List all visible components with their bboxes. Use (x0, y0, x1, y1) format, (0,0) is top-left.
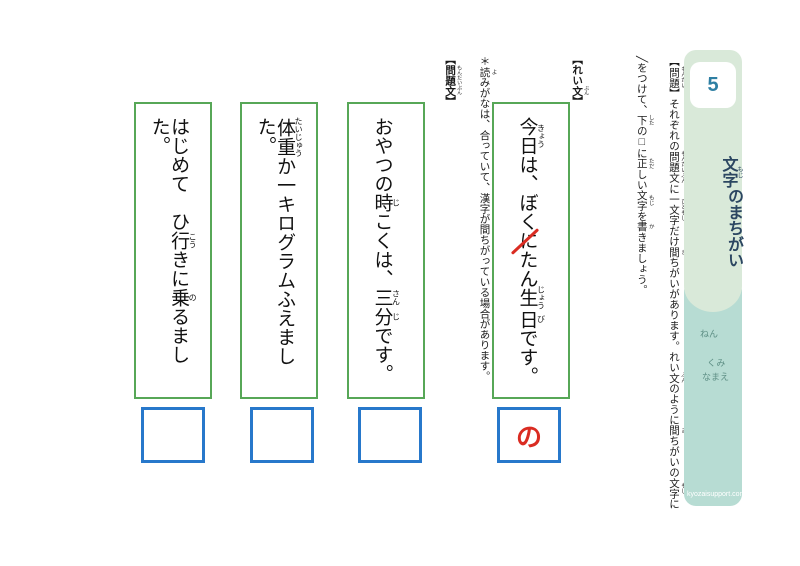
example-sentence-box: 今日きょうは、ぼくにたん生じょう日びです。 (492, 102, 570, 399)
year-field-label: ねん (700, 329, 719, 339)
name-field-label: なまえ (702, 372, 730, 382)
lesson-number-badge: 5 (690, 62, 736, 108)
problem-1-sentence-box: おやつの時じこくは、三さん分じです。 (347, 102, 425, 399)
error-check-mark: に (516, 231, 538, 250)
sidebar-name-panel (684, 285, 742, 506)
instruction-line-1: 【問題もんだい】それぞれの問題文もんだいぶんに一文字ひともじだけ間まちがいがあり… (668, 56, 686, 509)
example-sentence: 今日きょうは、ぼくにたん生じょう日びです。 (516, 117, 546, 386)
problem-3-sentence-box: はじめて ひ行こうきに乗のるました。 (134, 102, 212, 399)
worksheet-title: 文字もじのまちがい (719, 156, 743, 268)
problem-2-sentence-box: 体重たいじゅうか一キログラムふえました。 (240, 102, 318, 399)
problem-3-sentence: はじめて ひ行こうきに乗のるました。 (148, 117, 198, 364)
problem-1-answer-box[interactable] (358, 407, 422, 463)
problem-2-sentence: 体重たいじゅうか一キログラムふえました。 (254, 117, 304, 366)
instruction-line-2: ╱をつけて、下したの□に正ただしい文字もじを書かきましょう。 (635, 56, 654, 295)
problem-2-answer-box[interactable] (250, 407, 314, 463)
problem-1-sentence: おやつの時じこくは、三さん分じです。 (371, 117, 401, 383)
class-field-label: くみ (707, 358, 726, 368)
example-answer: の (515, 422, 542, 452)
lesson-number: 5 (707, 73, 719, 96)
example-answer-box[interactable]: の (497, 407, 561, 463)
problem-3-answer-box[interactable] (141, 407, 205, 463)
site-credit: kyozaisupport.com (687, 491, 746, 498)
problems-section-label: 【問題文もんだいぶん】 (444, 54, 463, 107)
instructions-block: 【問題もんだい】それぞれの問題文もんだいぶんに一文字ひともじだけ間まちがいがあり… (478, 56, 686, 531)
example-section-label: 【れい文ぶん】 (571, 54, 590, 107)
